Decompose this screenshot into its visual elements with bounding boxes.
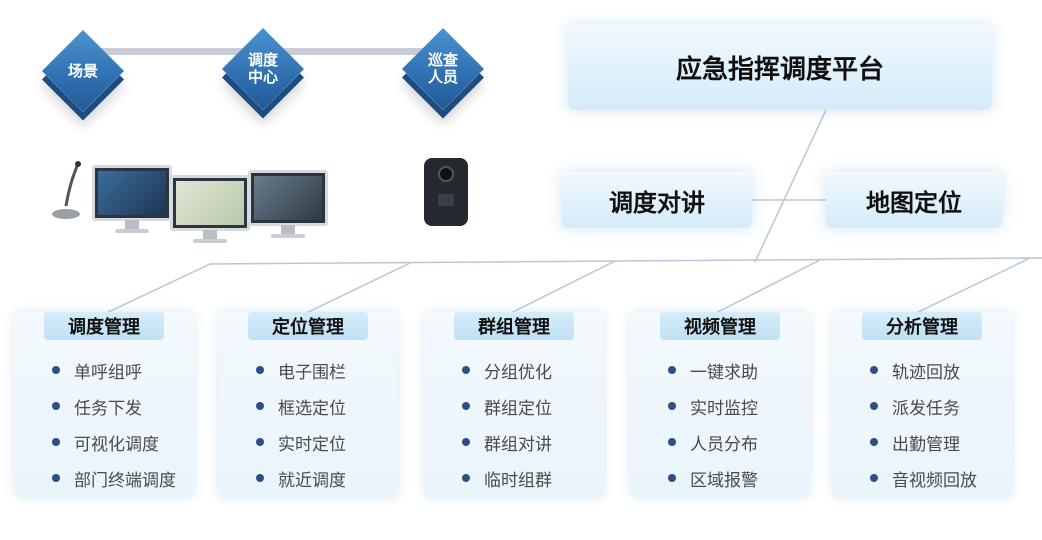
list-item-label: 派发任务 (892, 398, 960, 419)
list-item: 单呼组呼 (52, 352, 176, 388)
scene-node-patrol-staff: 巡查 人员 (401, 27, 492, 118)
list-item-label: 电子围栏 (278, 362, 346, 383)
bullet-icon (668, 438, 676, 446)
monitor-icon (92, 165, 172, 233)
bullet-icon (668, 366, 676, 374)
module-title: 定位管理 (248, 312, 368, 340)
bullet-icon (462, 438, 470, 446)
module-title: 调度管理 (44, 312, 164, 340)
sub-function-label: 地图定位 (866, 188, 962, 217)
list-item: 临时组群 (462, 460, 552, 496)
list-item: 音视频回放 (870, 460, 977, 496)
list-item-label: 群组定位 (484, 398, 552, 419)
list-item-label: 群组对讲 (484, 434, 552, 455)
sub-function-intercom: 调度对讲 (562, 172, 752, 228)
list-item: 实时定位 (256, 424, 346, 460)
list-item: 出勤管理 (870, 424, 977, 460)
module-analysis-management: 分析管理 轨迹回放 派发任务 出勤管理 音视频回放 (832, 312, 1012, 498)
list-item-label: 实时监控 (690, 398, 758, 419)
bullet-icon (462, 402, 470, 410)
scene-node-label: 调度 中心 (247, 51, 278, 86)
list-item: 实时监控 (668, 388, 758, 424)
module-dispatch-management: 调度管理 单呼组呼 任务下发 可视化调度 部门终端调度 (14, 312, 194, 498)
list-item-label: 分组优化 (484, 362, 552, 383)
list-item: 分组优化 (462, 352, 552, 388)
list-item-label: 就近调度 (278, 470, 346, 491)
bullet-icon (462, 474, 470, 482)
platform-title: 应急指挥调度平台 (675, 54, 884, 85)
list-item-label: 区域报警 (690, 470, 758, 491)
bullet-icon (256, 366, 264, 374)
bullet-icon (256, 474, 264, 482)
list-item: 人员分布 (668, 424, 758, 460)
module-group-management: 群组管理 分组优化 群组定位 群组对讲 临时组群 (424, 312, 604, 498)
list-item: 区域报警 (668, 460, 758, 496)
sub-function-label: 调度对讲 (609, 188, 705, 217)
list-item-label: 任务下发 (74, 398, 142, 419)
bullet-icon (668, 402, 676, 410)
body-camera-icon (422, 156, 470, 228)
module-video-management: 视频管理 一键求助 实时监控 人员分布 区域报警 (630, 312, 810, 498)
bullet-icon (870, 366, 878, 374)
bullet-icon (870, 402, 878, 410)
list-item: 框选定位 (256, 388, 346, 424)
module-title: 分析管理 (862, 312, 982, 340)
list-item: 群组定位 (462, 388, 552, 424)
list-item: 部门终端调度 (52, 460, 176, 496)
platform-title-box: 应急指挥调度平台 (568, 24, 992, 110)
bullet-icon (52, 474, 60, 482)
list-item-label: 框选定位 (278, 398, 346, 419)
list-item-label: 一键求助 (690, 362, 758, 383)
scene-node-scene: 场景 (41, 29, 132, 120)
list-item-label: 人员分布 (690, 434, 758, 455)
list-item-label: 单呼组呼 (74, 362, 142, 383)
bullet-icon (52, 402, 60, 410)
bullet-icon (668, 474, 676, 482)
list-item: 就近调度 (256, 460, 346, 496)
bullet-icon (462, 366, 470, 374)
list-item: 可视化调度 (52, 424, 176, 460)
module-positioning-management: 定位管理 电子围栏 框选定位 实时定位 就近调度 (218, 312, 398, 498)
list-item-label: 可视化调度 (74, 434, 159, 455)
list-item-label: 出勤管理 (892, 434, 960, 455)
bullet-icon (256, 402, 264, 410)
list-item-label: 部门终端调度 (74, 470, 176, 491)
list-item-label: 实时定位 (278, 434, 346, 455)
bullet-icon (870, 438, 878, 446)
list-item: 群组对讲 (462, 424, 552, 460)
list-item: 任务下发 (52, 388, 176, 424)
module-title: 群组管理 (454, 312, 574, 340)
list-item-label: 轨迹回放 (892, 362, 960, 383)
scene-node-label: 场景 (67, 61, 98, 80)
microphone-icon (48, 160, 88, 222)
list-item: 电子围栏 (256, 352, 346, 388)
monitor-icon (248, 170, 328, 238)
list-item: 一键求助 (668, 352, 758, 388)
bullet-icon (52, 366, 60, 374)
module-title: 视频管理 (660, 312, 780, 340)
sub-function-map-positioning: 地图定位 (826, 172, 1002, 228)
list-item: 轨迹回放 (870, 352, 977, 388)
scene-node-dispatch-center: 调度 中心 (221, 27, 312, 118)
bullet-icon (52, 438, 60, 446)
list-item-label: 音视频回放 (892, 470, 977, 491)
bullet-icon (870, 474, 878, 482)
monitor-icon (170, 175, 250, 243)
list-item-label: 临时组群 (484, 470, 552, 491)
scene-node-label: 巡查 人员 (427, 51, 458, 86)
bullet-icon (256, 438, 264, 446)
list-item: 派发任务 (870, 388, 977, 424)
